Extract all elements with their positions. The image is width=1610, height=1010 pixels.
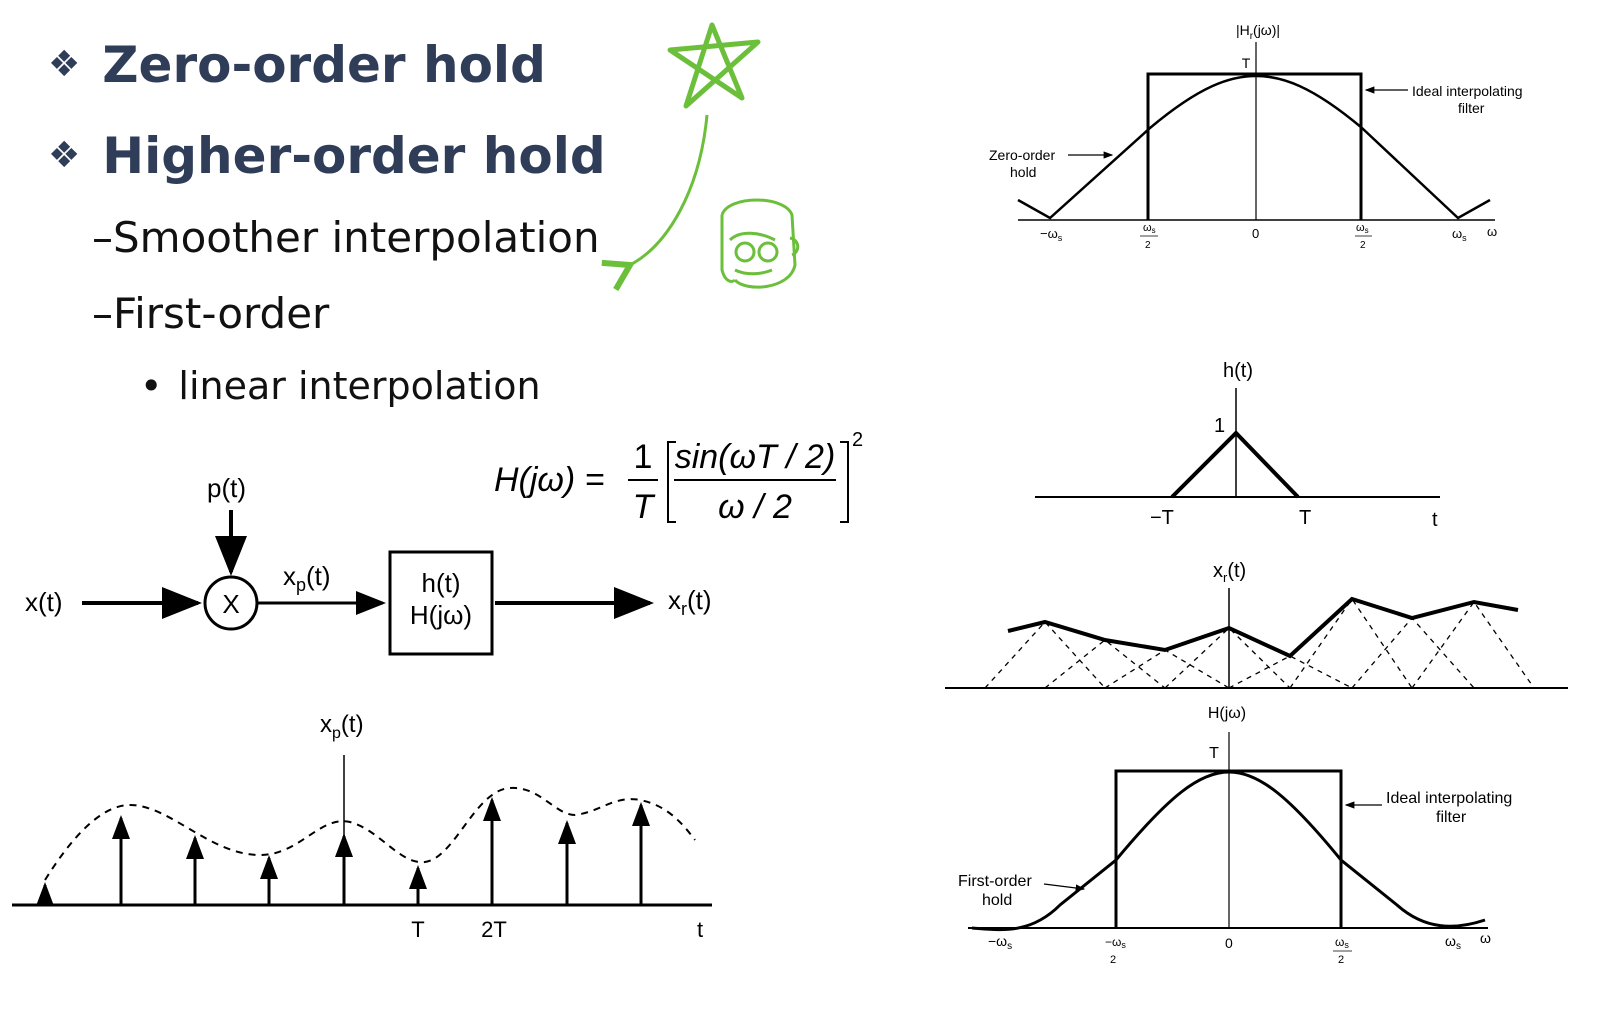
formula-den1: T (633, 488, 656, 526)
reconstructed-title: xr(t) (1213, 560, 1246, 585)
dash-marker: – (92, 213, 113, 262)
bullet-text: Higher-order hold (102, 127, 606, 185)
foh-tick-neg-ws: −ωs (988, 933, 1012, 952)
triangle-impulse-plot: h(t) 1 −T T t (1035, 360, 1440, 531)
filter-line1: h(t) (422, 568, 461, 598)
foh-tick-omega: ω (1480, 930, 1491, 946)
zoh-tick-pos-half: ωs (1356, 222, 1369, 235)
zoh-tick-omega: ω (1487, 224, 1497, 239)
bullet-text: Zero-order hold (102, 36, 546, 94)
triangle-right: T (1299, 507, 1311, 529)
foh-half-den-1: 2 (1110, 954, 1116, 966)
block-diagram: x(t) p(t) X xp(t) h(t) H(jω) xr(t) (25, 473, 712, 656)
filter-line2: H(jω) (410, 600, 472, 630)
foh-hold-label-2: hold (982, 892, 1012, 909)
zoh-title: |Hr(jω)| (1236, 22, 1280, 42)
sub-bullet-smoother: –Smoother interpolation (92, 217, 600, 259)
output-label: xr(t) (668, 585, 712, 619)
foh-ideal-label-2: filter (1436, 809, 1467, 826)
zoh-tick-pos-ws: ωs (1452, 226, 1467, 243)
foh-ideal-label-1: Ideal interpolating (1386, 790, 1512, 807)
multiplier-node (203, 575, 259, 631)
foh-tick-pos-ws: ωs (1445, 933, 1461, 952)
foh-frequency-plot: H(jω) T Ideal interpolating filter First… (958, 705, 1512, 966)
sub-bullet-text: First-order (113, 289, 330, 338)
triangle-peak: 1 (1214, 415, 1225, 437)
formula-exponent: 2 (852, 429, 863, 451)
zoh-tick-half-den-1: 2 (1145, 240, 1151, 251)
triangle-title: h(t) (1223, 360, 1253, 382)
diamond-bullet-icon: ❖ (48, 44, 81, 85)
zoh-tick-neg-ws: −ωs (1040, 226, 1063, 243)
foh-title: H(jω) (1208, 705, 1246, 722)
triangle-axis-t: t (1432, 509, 1438, 531)
zoh-peak: T (1242, 55, 1251, 71)
sub-bullet-text: Smoother interpolation (113, 213, 600, 262)
formula: H(jω) = 1 T sin(ωT / 2) ω / 2 2 (494, 429, 863, 526)
multiplier-symbol: X (222, 589, 239, 619)
axis-t-label: t (697, 917, 703, 942)
modulator-label: p(t) (207, 473, 246, 503)
sub-sub-bullet-linear: • linear interpolation (140, 367, 541, 405)
zoh-hold-label-2: hold (1010, 164, 1036, 180)
zoh-tick-zero: 0 (1252, 226, 1259, 241)
triangle-left: −T (1150, 507, 1174, 529)
input-label: x(t) (25, 587, 63, 617)
zoh-tick-neg-half: ωs (1143, 222, 1156, 235)
bullet-higher-order-hold: ❖Higher-order hold (48, 131, 606, 181)
foh-tick-zero: 0 (1225, 935, 1233, 951)
reconstructed-signal-plot: xr(t) (945, 560, 1568, 689)
foh-tick-neg-half: −ωs (1105, 935, 1126, 950)
formula-num1: 1 (634, 438, 653, 476)
formula-den2: ω / 2 (718, 488, 792, 526)
sampled-signal-plot: xp(t) T 2T t (12, 711, 712, 942)
foh-tick-pos-half: ωs (1335, 935, 1349, 950)
dot-marker: • (140, 364, 163, 408)
bullet-zero-order-hold: ❖Zero-order hold (48, 40, 546, 90)
zoh-hold-label-1: Zero-order (989, 147, 1055, 163)
tick-T: T (411, 917, 424, 942)
formula-lhs: H(jω) = (494, 461, 605, 499)
formula-num2: sin(ωT / 2) (675, 438, 836, 476)
dash-marker: – (92, 289, 113, 338)
filter-block (388, 550, 494, 656)
green-star-icon (667, 22, 761, 109)
foh-half-den-2: 2 (1338, 954, 1344, 966)
tick-2T: 2T (481, 917, 507, 942)
foh-peak: T (1209, 745, 1219, 762)
green-arrow-icon (601, 114, 709, 291)
foh-hold-label-1: First-order (958, 873, 1032, 890)
sub-bullet-first-order: –First-order (92, 293, 329, 335)
zoh-frequency-plot: |Hr(jω)| T Ideal interpolating filter Ze… (989, 22, 1523, 251)
sampled-label: xp(t) (283, 561, 331, 595)
zoh-ideal-label-2: filter (1458, 100, 1485, 116)
zoh-tick-half-den-2: 2 (1360, 240, 1366, 251)
doodle-face-icon (720, 198, 800, 289)
sampled-plot-title: xp(t) (320, 711, 364, 742)
zoh-ideal-label-1: Ideal interpolating (1412, 83, 1523, 99)
diamond-bullet-icon: ❖ (48, 135, 81, 176)
sub-sub-bullet-text: linear interpolation (178, 364, 541, 408)
